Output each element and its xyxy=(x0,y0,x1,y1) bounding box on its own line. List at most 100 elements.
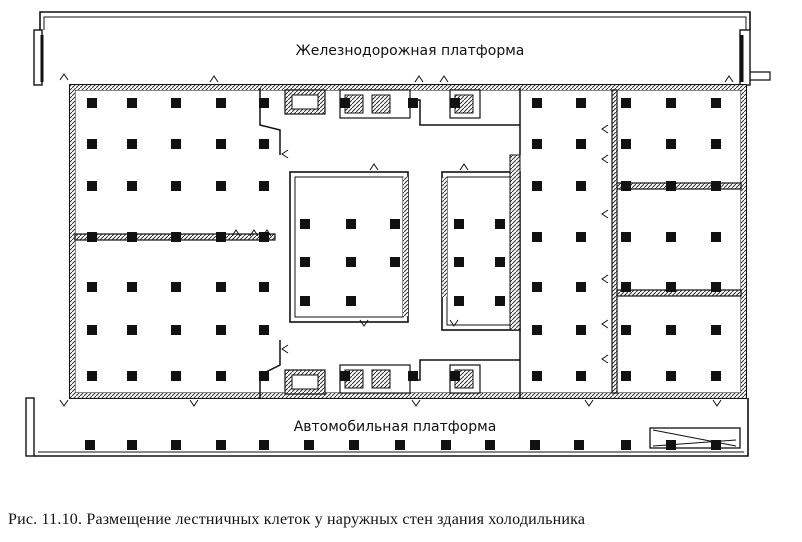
column xyxy=(441,440,451,450)
column xyxy=(216,440,226,450)
column xyxy=(408,98,418,108)
column xyxy=(171,371,181,381)
column xyxy=(349,440,359,450)
column xyxy=(666,181,676,191)
column xyxy=(711,325,721,335)
column xyxy=(666,139,676,149)
column xyxy=(390,257,400,267)
column xyxy=(532,181,542,191)
column xyxy=(408,371,418,381)
door-symbols xyxy=(59,73,734,407)
inner-walls xyxy=(259,88,521,398)
column xyxy=(711,282,721,292)
column xyxy=(259,371,269,381)
column xyxy=(454,257,464,267)
column xyxy=(450,98,460,108)
column xyxy=(85,440,95,450)
automobile-platform-label: Автомобильная платформа xyxy=(294,419,497,435)
column xyxy=(532,371,542,381)
column xyxy=(127,98,137,108)
column xyxy=(711,181,721,191)
column xyxy=(127,325,137,335)
column xyxy=(87,371,97,381)
column xyxy=(171,139,181,149)
column xyxy=(346,296,356,306)
column xyxy=(621,232,631,242)
column xyxy=(711,371,721,381)
column xyxy=(340,98,350,108)
column xyxy=(127,139,137,149)
staircase-bottom xyxy=(284,364,481,395)
column xyxy=(532,325,542,335)
column xyxy=(576,325,586,335)
column xyxy=(171,325,181,335)
column xyxy=(530,440,540,450)
column xyxy=(216,181,226,191)
column xyxy=(346,219,356,229)
column xyxy=(171,232,181,242)
column xyxy=(259,440,269,450)
column xyxy=(621,440,631,450)
column xyxy=(259,232,269,242)
column xyxy=(127,440,137,450)
column xyxy=(495,219,505,229)
column xyxy=(300,219,310,229)
column xyxy=(216,325,226,335)
column xyxy=(666,325,676,335)
column xyxy=(346,257,356,267)
figure-caption: Рис. 11.10. Размещение лестничных клеток… xyxy=(8,511,586,528)
column xyxy=(87,139,97,149)
column xyxy=(532,139,542,149)
column xyxy=(495,296,505,306)
column xyxy=(450,371,460,381)
column xyxy=(485,440,495,450)
columns xyxy=(85,98,721,450)
column xyxy=(666,440,676,450)
column xyxy=(216,139,226,149)
column xyxy=(621,371,631,381)
column xyxy=(127,282,137,292)
column xyxy=(666,371,676,381)
column xyxy=(171,98,181,108)
column xyxy=(621,325,631,335)
column xyxy=(454,219,464,229)
column xyxy=(576,98,586,108)
column xyxy=(621,98,631,108)
column xyxy=(574,440,584,450)
column xyxy=(395,440,405,450)
column xyxy=(621,139,631,149)
column xyxy=(127,232,137,242)
column xyxy=(666,232,676,242)
column xyxy=(711,440,721,450)
column xyxy=(87,282,97,292)
column xyxy=(621,282,631,292)
column xyxy=(711,232,721,242)
column xyxy=(259,139,269,149)
column xyxy=(390,219,400,229)
column xyxy=(216,282,226,292)
railway-platform-label: Железнодорожная платформа xyxy=(296,43,525,59)
column xyxy=(532,98,542,108)
column xyxy=(259,325,269,335)
column xyxy=(87,325,97,335)
column xyxy=(576,371,586,381)
staircase-top xyxy=(284,89,481,119)
column xyxy=(576,139,586,149)
column xyxy=(495,257,505,267)
column xyxy=(216,232,226,242)
column xyxy=(532,282,542,292)
column xyxy=(576,181,586,191)
column xyxy=(216,98,226,108)
column xyxy=(666,98,676,108)
central-chamber-left xyxy=(289,171,409,323)
column xyxy=(259,98,269,108)
column xyxy=(87,232,97,242)
column xyxy=(576,282,586,292)
column xyxy=(87,98,97,108)
column xyxy=(300,296,310,306)
column xyxy=(666,282,676,292)
column xyxy=(171,282,181,292)
column xyxy=(576,232,586,242)
column xyxy=(127,181,137,191)
column xyxy=(340,371,350,381)
